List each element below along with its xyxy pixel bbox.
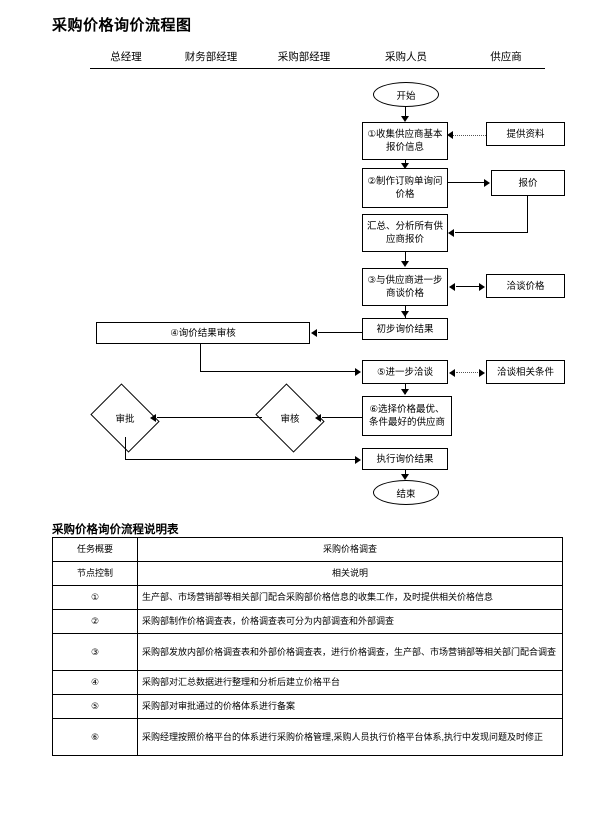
connector-quotation-to-summarize: [455, 232, 528, 234]
table-cell-text: 生产部、市场营销部等相关部门配合采购部价格信息的收集工作，及时提供相关价格信息: [137, 585, 563, 610]
arrow-negotiate-price-to-step3: [449, 283, 455, 291]
connector-provide-docs-to-step1: [452, 135, 486, 136]
node-step4-review-inquiry-result: ④询价结果审核: [96, 322, 310, 344]
arrow-negotiate-terms-to-step5: [449, 369, 455, 377]
connector-review-to-approve: [157, 417, 262, 419]
table-cell-text: 采购价格调查: [137, 537, 563, 562]
table-row: ④ 采购部对汇总数据进行整理和分析后建立价格平台: [52, 670, 563, 695]
table-row: ① 生产部、市场营销部等相关部门配合采购部价格信息的收集工作，及时提供相关价格信…: [52, 585, 563, 610]
connector-approve-to-execute: [125, 459, 355, 461]
table-cell-index: ⑤: [52, 694, 138, 719]
node-quotation: 报价: [491, 170, 565, 196]
arrow-step1-to-step2: [401, 163, 409, 169]
node-approve-decision: 审批: [90, 383, 160, 453]
arrow-step2-to-quotation: [484, 179, 490, 187]
table-cell-text: 采购部发放内部价格调查表和外部价格调查表，进行价格调查，生产部、市场营销部等相关…: [137, 633, 563, 671]
connector-summarize-to-step3: [405, 252, 407, 265]
node-review-decision: 审核: [255, 383, 325, 453]
node-provide-documents: 提供资料: [486, 122, 565, 146]
node-preliminary-result: 初步询价结果: [362, 318, 448, 340]
node-start: 开始: [373, 82, 439, 107]
swimlane-header-purchasing-manager: 采购部经理: [277, 51, 331, 63]
table-row: 节点控制 相关说明: [52, 561, 563, 586]
arrow-approve-to-execute: [355, 456, 361, 464]
table-cell-text: 采购部制作价格调查表，价格调查表可分为内部调查和外部调查: [137, 609, 563, 634]
arrow-prelim-to-step4: [311, 329, 317, 337]
arrow-provide-docs-to-step1: [447, 131, 453, 139]
table-cell-index: ③: [52, 633, 138, 671]
spec-table: 任务概要 采购价格调查 节点控制 相关说明 ① 生产部、市场营销部等相关部门配合…: [52, 537, 563, 756]
arrow-quotation-to-summarize: [448, 229, 454, 237]
arrow-step6-to-review: [315, 414, 321, 422]
table-cell-text: 采购部对审批通过的价格体系进行备案: [137, 694, 563, 719]
connector-step4-down: [200, 344, 202, 372]
connector-step3-negotiate-price: [456, 286, 480, 288]
swimlane-header-finance-manager: 财务部经理: [184, 51, 238, 63]
table-cell-index: ⑥: [52, 718, 138, 756]
arrow-step3-to-prelim: [401, 311, 409, 317]
table-row: ③ 采购部发放内部价格调查表和外部价格调查表，进行价格调查，生产部、市场营销部等…: [52, 633, 563, 671]
table-cell-index: ④: [52, 670, 138, 695]
connector-approve-down: [125, 437, 127, 460]
arrow-execute-to-end: [401, 474, 409, 480]
node-end: 结束: [373, 480, 439, 505]
swimlane-divider: [90, 68, 545, 69]
arrow-step3-to-negotiate-price: [479, 283, 485, 291]
page-title: 采购价格询价流程图: [52, 17, 192, 34]
node-step6-select-best-supplier: ⑥选择价格最优、条件最好的供应商: [362, 396, 452, 436]
table-row: ⑥ 采购经理按照价格平台的体系进行采购价格管理,采购人员执行价格平台体系,执行中…: [52, 718, 563, 756]
connector-step4-to-step5: [200, 371, 355, 373]
arrow-step5-to-step6: [401, 389, 409, 395]
spec-table-title: 采购价格询价流程说明表: [52, 524, 179, 536]
arrow-step4-to-step5: [355, 368, 361, 376]
node-negotiate-terms: 洽谈相关条件: [486, 360, 565, 384]
node-execute-inquiry-result: 执行询价结果: [362, 448, 448, 470]
table-cell-index: 任务概要: [52, 537, 138, 562]
table-cell-index: ②: [52, 609, 138, 634]
table-cell-index: 节点控制: [52, 561, 138, 586]
node-negotiate-price: 洽谈价格: [486, 274, 565, 298]
swimlane-header-general-manager: 总经理: [110, 51, 142, 63]
table-cell-text: 采购部对汇总数据进行整理和分析后建立价格平台: [137, 670, 563, 695]
arrow-summarize-to-step3: [401, 261, 409, 267]
node-step2-create-order-inquiry: ②制作订购单询问价格: [362, 168, 448, 208]
connector-quotation-down: [527, 196, 529, 233]
node-step5-further-negotiation: ⑤进一步洽谈: [362, 360, 448, 384]
connector-prelim-to-step4: [318, 332, 362, 334]
swimlane-header-supplier: 供应商: [490, 51, 522, 63]
node-summarize-quotations: 汇总、分析所有供应商报价: [362, 214, 448, 252]
connector-step2-to-quotation: [448, 182, 485, 184]
table-row: ⑤ 采购部对审批通过的价格体系进行备案: [52, 694, 563, 719]
node-step3-negotiate-with-supplier: ③与供应商进一步商谈价格: [362, 268, 448, 306]
table-cell-text: 相关说明: [137, 561, 563, 586]
arrow-start-to-step1: [401, 116, 409, 122]
connector-step5-negotiate-terms: [456, 372, 480, 373]
table-row: ② 采购部制作价格调查表，价格调查表可分为内部调查和外部调查: [52, 609, 563, 634]
table-row: 任务概要 采购价格调查: [52, 537, 563, 562]
swimlane-header-purchasing-staff: 采购人员: [385, 51, 427, 63]
connector-step6-to-review: [322, 417, 362, 419]
node-step1-collect-supplier-prices: ①收集供应商基本报价信息: [362, 122, 448, 160]
table-cell-text: 采购经理按照价格平台的体系进行采购价格管理,采购人员执行价格平台体系,执行中发现…: [137, 718, 563, 756]
arrow-review-to-approve: [150, 414, 156, 422]
connector-start-to-step1: [405, 107, 407, 118]
table-cell-index: ①: [52, 585, 138, 610]
arrow-step5-to-negotiate-terms: [479, 369, 485, 377]
